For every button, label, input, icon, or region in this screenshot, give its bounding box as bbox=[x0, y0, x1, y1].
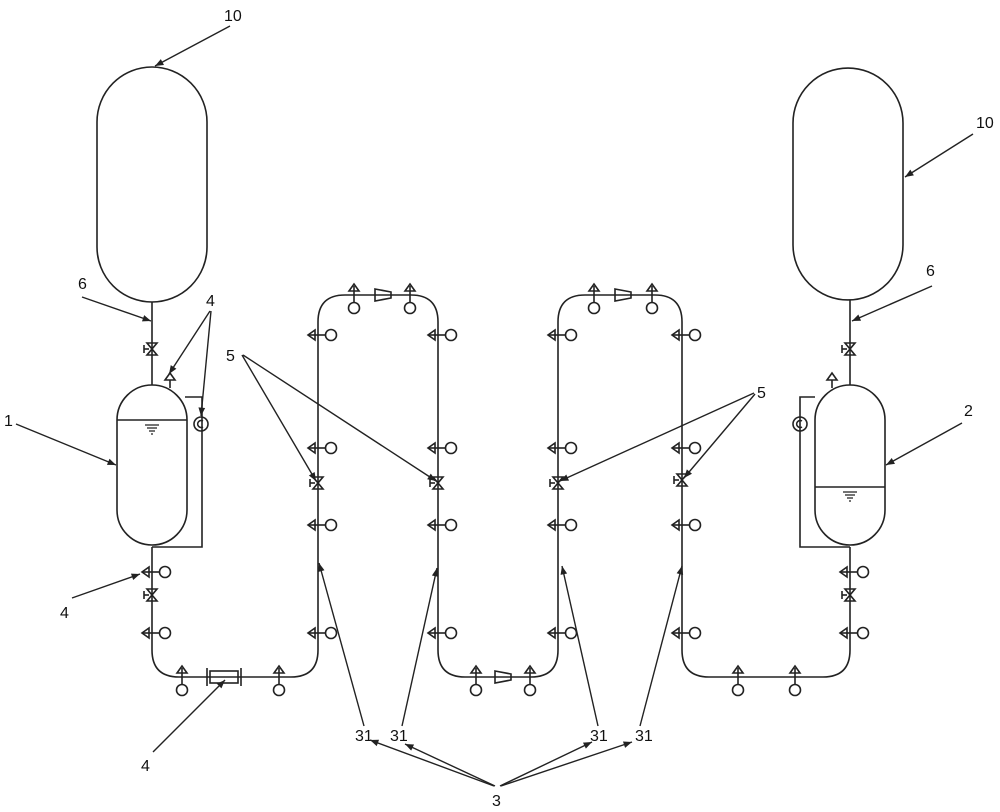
label-vessel-right: 2 bbox=[964, 403, 973, 420]
storage-tank-left bbox=[97, 67, 207, 302]
leader-instrument-top-b bbox=[201, 311, 211, 416]
label-valves-right: 5 bbox=[757, 385, 766, 402]
label-pipe-right: 6 bbox=[926, 263, 935, 280]
leader-group-a bbox=[370, 740, 494, 786]
label-tank-right: 10 bbox=[976, 115, 994, 132]
leader-group-c bbox=[500, 742, 592, 786]
level-symbol-left bbox=[145, 425, 159, 434]
leader-loop-d bbox=[640, 566, 682, 726]
sensor-circle-icon bbox=[525, 685, 536, 696]
leader-valves-right-b bbox=[684, 394, 755, 478]
leader-group-d bbox=[501, 742, 632, 786]
leader-instrument-top-a bbox=[169, 311, 210, 374]
vent-triangle-icon bbox=[165, 373, 175, 380]
sensor-circle-icon bbox=[589, 303, 600, 314]
leader-vessel-right bbox=[886, 423, 962, 465]
storage-tank-right bbox=[793, 68, 903, 300]
vent-triangle-icon bbox=[827, 373, 837, 380]
sensor-circle-icon bbox=[326, 330, 337, 341]
main-pipeline bbox=[152, 295, 850, 677]
sensor-circle-icon bbox=[446, 628, 457, 639]
level-gauge-icon bbox=[194, 417, 208, 431]
leader-group-b bbox=[405, 744, 495, 786]
sensor-circle-icon bbox=[790, 685, 801, 696]
leader-filter bbox=[153, 680, 225, 752]
sensor-circle-icon bbox=[690, 330, 701, 341]
callouts: 10 10 6 6 4 1 2 5 5 4 4 31 31 31 31 3 bbox=[4, 8, 994, 810]
sensor-circle-icon bbox=[566, 443, 577, 454]
sensor-circle-icon bbox=[690, 520, 701, 531]
sensor-circle-icon bbox=[446, 330, 457, 341]
sensor-circle-icon bbox=[446, 443, 457, 454]
leader-loop-c bbox=[562, 566, 598, 726]
sensor-circle-icon bbox=[733, 685, 744, 696]
label-loop-b: 31 bbox=[390, 728, 408, 745]
leader-valves-right-a bbox=[560, 393, 754, 481]
sensor-circle-icon bbox=[566, 330, 577, 341]
leader-tank-left bbox=[155, 26, 230, 66]
leader-loop-b bbox=[402, 568, 437, 726]
level-symbol-right bbox=[843, 492, 857, 501]
label-tank-left: 10 bbox=[224, 8, 242, 25]
leader-valves-left-a bbox=[242, 355, 316, 481]
leader-loop-a bbox=[319, 563, 364, 726]
sensor-circle-icon bbox=[160, 567, 171, 578]
level-gauge-loop-right bbox=[800, 397, 850, 547]
sensor-circle-icon bbox=[566, 628, 577, 639]
sensor-circle-icon bbox=[690, 628, 701, 639]
sensor-circle-icon bbox=[160, 628, 171, 639]
sensor-circle-icon bbox=[326, 628, 337, 639]
sensor-circle-icon bbox=[405, 303, 416, 314]
label-valves-left: 5 bbox=[226, 348, 235, 365]
sensor-circle-icon bbox=[647, 303, 658, 314]
label-loop-group: 3 bbox=[492, 793, 501, 810]
leader-vessel-left bbox=[16, 424, 116, 465]
sensor-circle-icon bbox=[326, 443, 337, 454]
sensor-circle-icon bbox=[690, 443, 701, 454]
vessel-left bbox=[117, 385, 187, 545]
leader-pipe-right bbox=[852, 286, 932, 321]
sensor-circle-icon bbox=[326, 520, 337, 531]
label-filter: 4 bbox=[141, 758, 150, 775]
label-loop-c: 31 bbox=[590, 728, 608, 745]
vessel-right bbox=[815, 385, 885, 545]
leader-valves-left-b bbox=[243, 355, 436, 481]
label-instrument-left: 4 bbox=[60, 605, 69, 622]
label-loop-a: 31 bbox=[355, 728, 373, 745]
sensor-circle-icon bbox=[566, 520, 577, 531]
sensor-circle-icon bbox=[446, 520, 457, 531]
label-pipe-left: 6 bbox=[78, 276, 87, 293]
sensor-circle-icon bbox=[177, 685, 188, 696]
sensor-circle-icon bbox=[858, 628, 869, 639]
label-vessel-left: 1 bbox=[4, 413, 13, 430]
leader-instrument-left bbox=[72, 574, 140, 598]
sensor-circle-icon bbox=[274, 685, 285, 696]
label-loop-d: 31 bbox=[635, 728, 653, 745]
sensor-circle-icon bbox=[349, 303, 360, 314]
leader-tank-right bbox=[905, 134, 973, 177]
sensor-circle-icon bbox=[858, 567, 869, 578]
label-instrument-top: 4 bbox=[206, 293, 215, 310]
sensor-circle-icon bbox=[471, 685, 482, 696]
